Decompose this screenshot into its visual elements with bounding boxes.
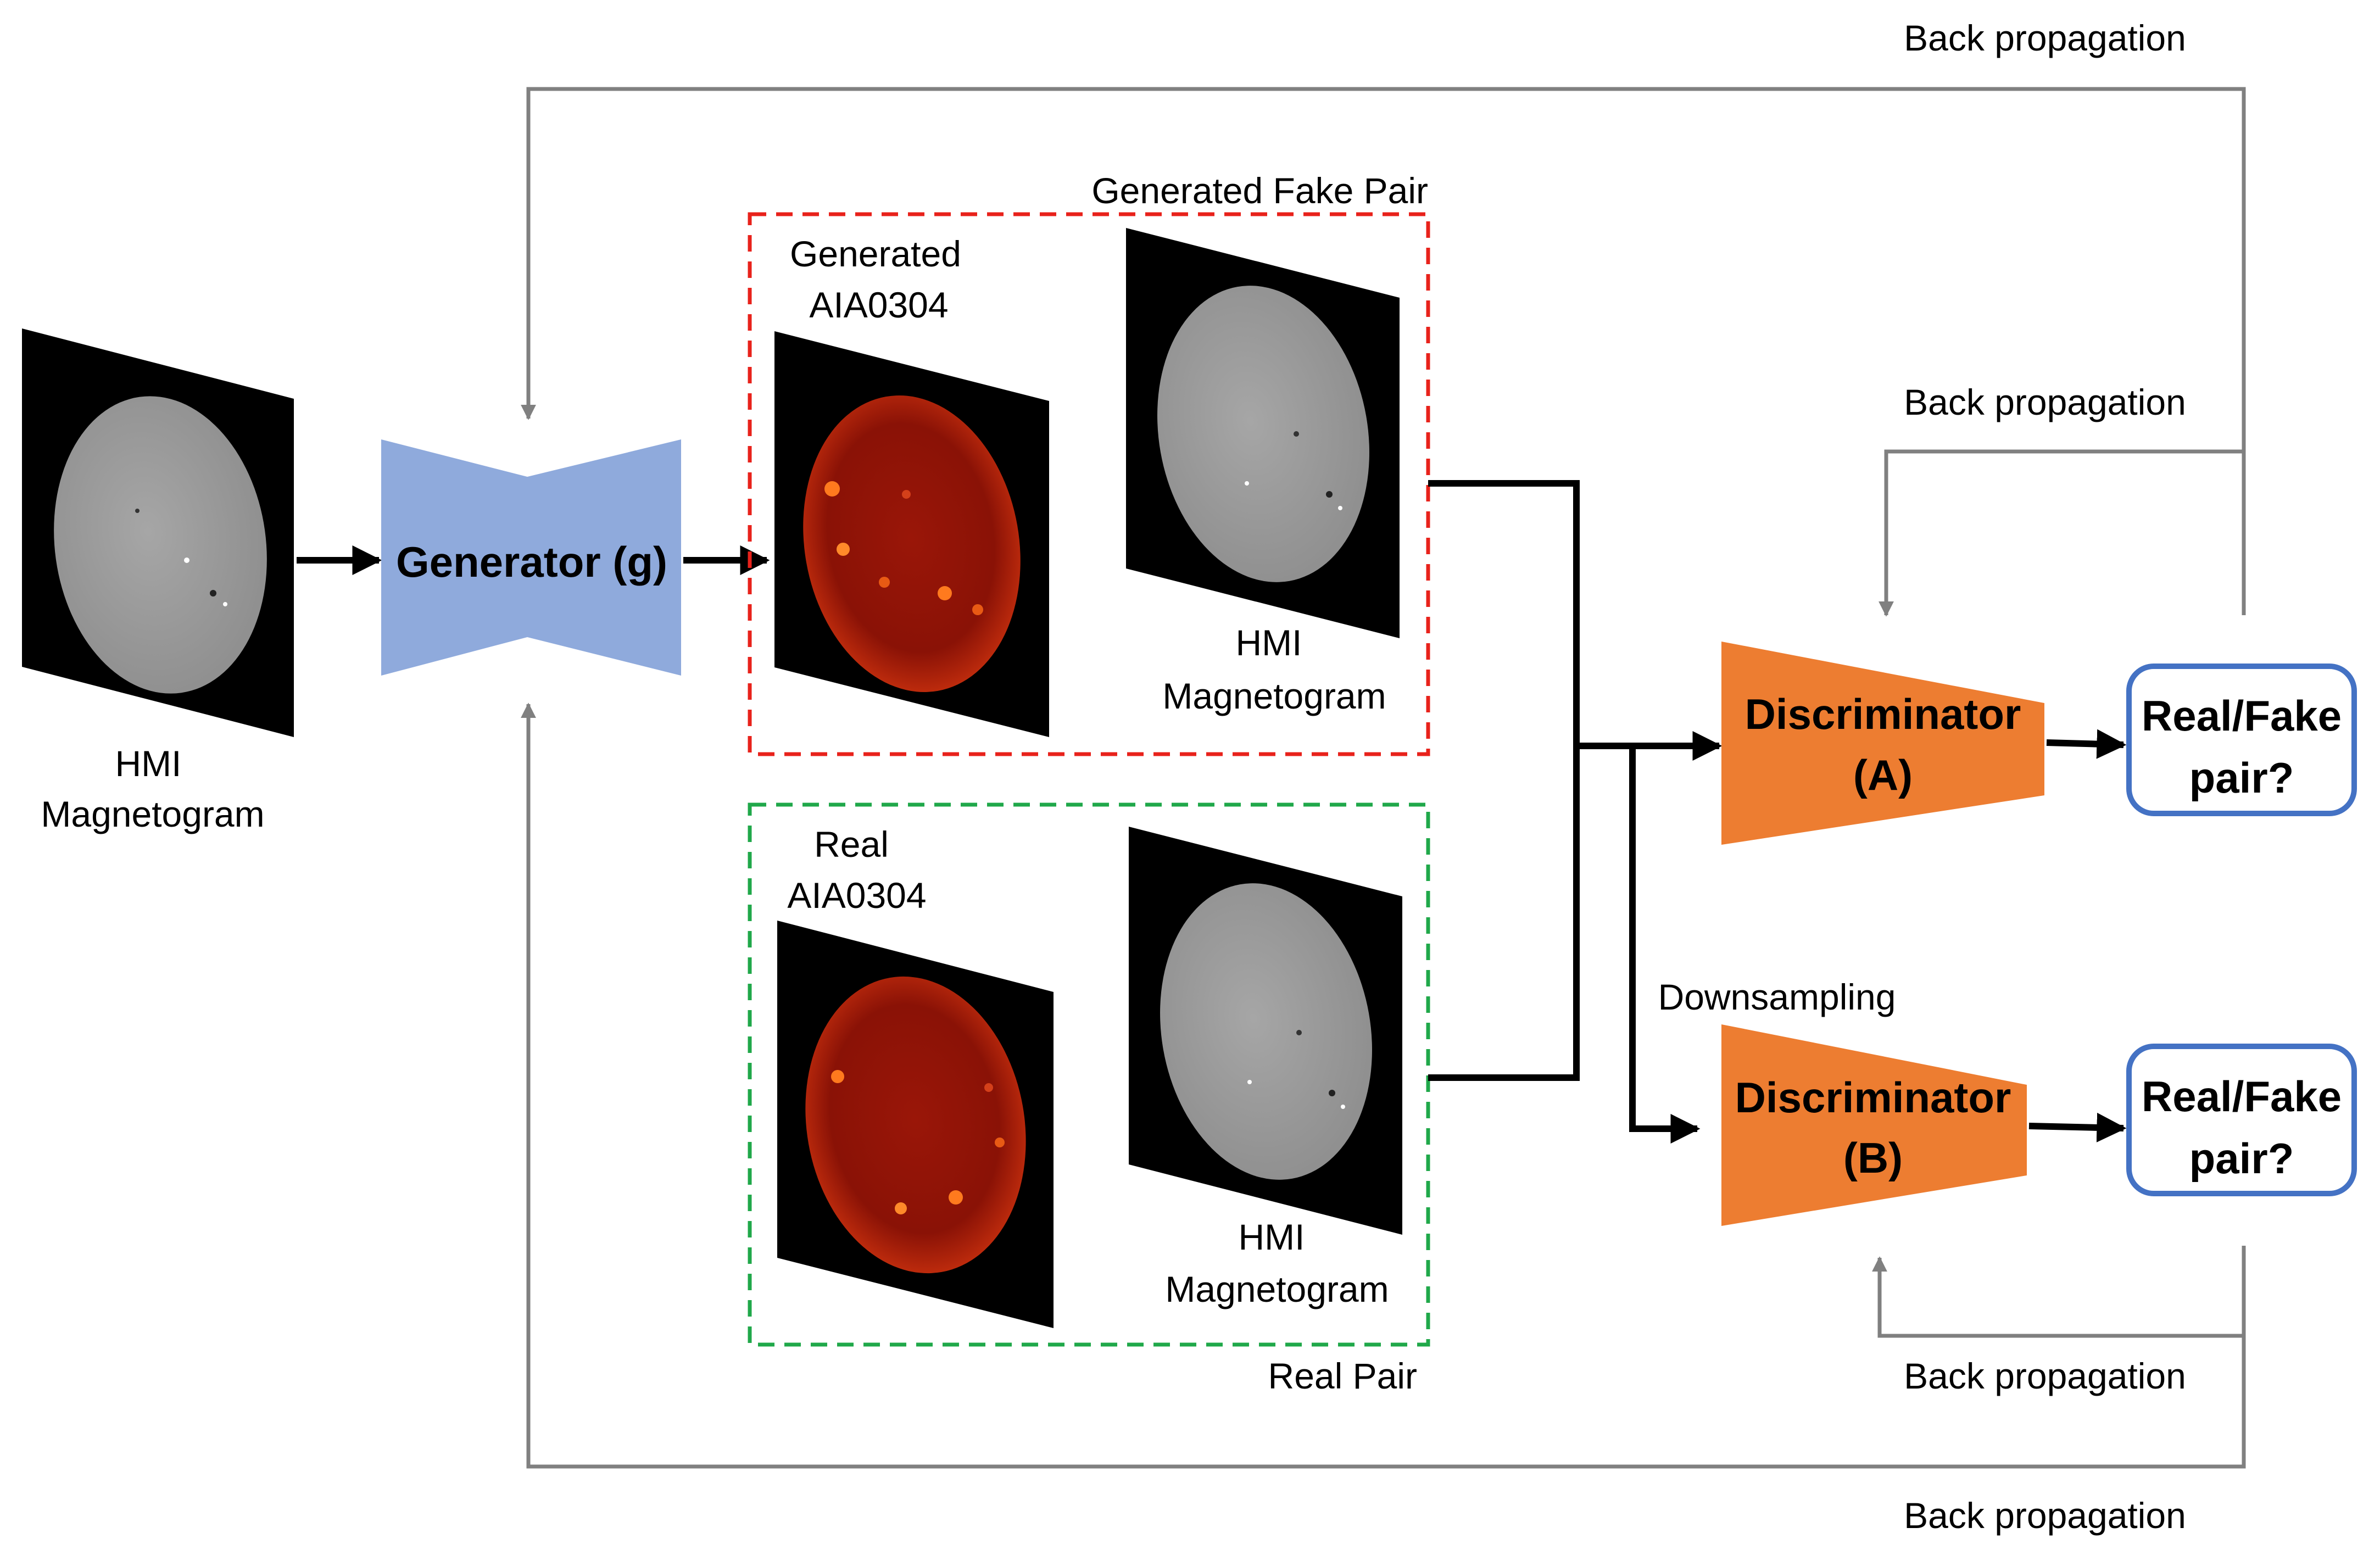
- real-label-line1: Real: [814, 824, 889, 865]
- bp-top-label: Back propagation: [1904, 18, 2186, 58]
- generated-aia0304-image: [774, 331, 1049, 737]
- bp-a-label: Back propagation: [1904, 382, 2186, 422]
- output-b-box: [2126, 1044, 2357, 1196]
- output-a-box: [2126, 664, 2357, 816]
- real-label-line2: AIA0304: [787, 875, 926, 916]
- disc-b-label-line2: (B): [1843, 1134, 1903, 1182]
- arrow-disc-a-to-output: [2046, 729, 2127, 759]
- input-hmi-image: [22, 328, 294, 737]
- real-aia0304-image: [777, 921, 1054, 1328]
- output-b-line1: Real/Fake: [2142, 1072, 2342, 1120]
- pair-connectors: [1428, 480, 1723, 1144]
- bp-b-line: [1872, 1246, 2246, 1338]
- real-hmi-label-line2: Magnetogram: [1165, 1269, 1389, 1309]
- real-hmi-image: [1129, 827, 1402, 1235]
- bp-top-line: [521, 87, 2246, 615]
- output-b-line2: pair?: [2189, 1134, 2294, 1183]
- discriminator-a-block: [1721, 642, 2044, 845]
- fake-pair-title: Generated Fake Pair: [1091, 170, 1428, 211]
- output-a-line2: pair?: [2189, 754, 2294, 802]
- disc-a-label-line1: Discriminator: [1745, 690, 2021, 738]
- bp-bottom-line: [521, 703, 2246, 1469]
- generator-label: Generator (g): [396, 538, 667, 586]
- arrow-to-disc-b: [1629, 746, 1701, 1144]
- downsampling-label: Downsampling: [1658, 977, 1896, 1017]
- real-pair-box: [748, 802, 1430, 1347]
- bp-bottom-label: Back propagation: [1904, 1495, 2186, 1536]
- fake-hmi-label-line1: HMI: [1236, 622, 1302, 663]
- fake-hmi-label-line2: Magnetogram: [1162, 676, 1386, 716]
- input-hmi-label-line1: HMI: [115, 743, 182, 784]
- generated-label-line2: AIA0304: [809, 285, 948, 325]
- generator-block: [381, 439, 681, 676]
- discriminator-b-block: [1721, 1024, 2027, 1226]
- input-hmi-label-line2: Magnetogram: [41, 794, 264, 834]
- real-hmi-label-line1: HMI: [1239, 1217, 1305, 1257]
- fake-pair-box: [748, 212, 1430, 756]
- output-a-line1: Real/Fake: [2142, 692, 2342, 740]
- bp-a-line: [1879, 449, 2244, 617]
- disc-b-label-line1: Discriminator: [1735, 1073, 2011, 1122]
- arrow-disc-b-to-output: [2028, 1112, 2127, 1142]
- connector-fake: [1428, 480, 1580, 1081]
- bp-b-label: Back propagation: [1904, 1356, 2186, 1396]
- fake-hmi-image: [1126, 228, 1400, 638]
- generated-label-line1: Generated: [790, 233, 961, 274]
- feedback-lines: [521, 87, 2246, 1469]
- disc-a-label-line2: (A): [1853, 751, 1913, 799]
- real-pair-title: Real Pair: [1268, 1356, 1417, 1396]
